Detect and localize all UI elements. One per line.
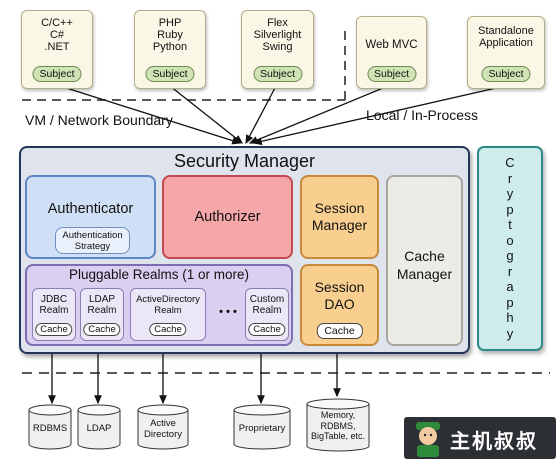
- subject-badge: Subject: [481, 66, 531, 82]
- watermark-logo: 主机叔叔: [404, 417, 556, 459]
- subject-badge: Subject: [32, 66, 82, 82]
- cylinder-icon: [137, 404, 189, 450]
- cylinder-icon: [77, 404, 121, 450]
- mascot-icon: [416, 422, 440, 457]
- realm-cache: Cache: [83, 323, 121, 336]
- cylinder-icon: [233, 404, 291, 450]
- security-manager: Security Manager Authenticator Authentic…: [19, 146, 470, 354]
- datastore-rdbms: RDBMS: [28, 404, 72, 450]
- watermark-text: 主机叔叔: [450, 429, 538, 453]
- local-boundary-label: Local / In-Process: [366, 107, 479, 123]
- session-dao-cache: Cache: [316, 323, 363, 339]
- subject-badge: Subject: [366, 66, 417, 82]
- datastore-proprietary: Proprietary: [233, 404, 291, 450]
- security-manager-title: Security Manager: [173, 151, 316, 171]
- datastore-memory: Memory,RDBMS,BigTable, etc.: [306, 398, 370, 452]
- cylinder-icon: [306, 398, 370, 452]
- realm-cache: Cache: [149, 323, 187, 336]
- realm-cache: Cache: [35, 323, 73, 336]
- subject-badge: Subject: [145, 66, 195, 82]
- realm-cache: Cache: [248, 323, 286, 336]
- authorizer: Authorizer: [162, 175, 293, 259]
- realm-ellipsis: • • •: [219, 306, 237, 318]
- session-manager: Session Manager: [300, 175, 379, 259]
- client-web-mvc: Web MVC Subject: [356, 16, 427, 89]
- cylinder-icon: [28, 404, 72, 450]
- authentication-strategy: Authentication Strategy: [55, 227, 130, 254]
- datastore-ldap: LDAP: [77, 404, 121, 450]
- authenticator: Authenticator Authentication Strategy: [25, 175, 156, 259]
- cache-manager: Cache Manager: [386, 175, 463, 346]
- network-boundary-label: VM / Network Boundary: [25, 112, 173, 128]
- client-cpp: C/C++C#.NET Subject: [21, 10, 93, 89]
- session-dao: Session DAO Cache: [300, 264, 379, 346]
- subject-badge: Subject: [252, 66, 303, 82]
